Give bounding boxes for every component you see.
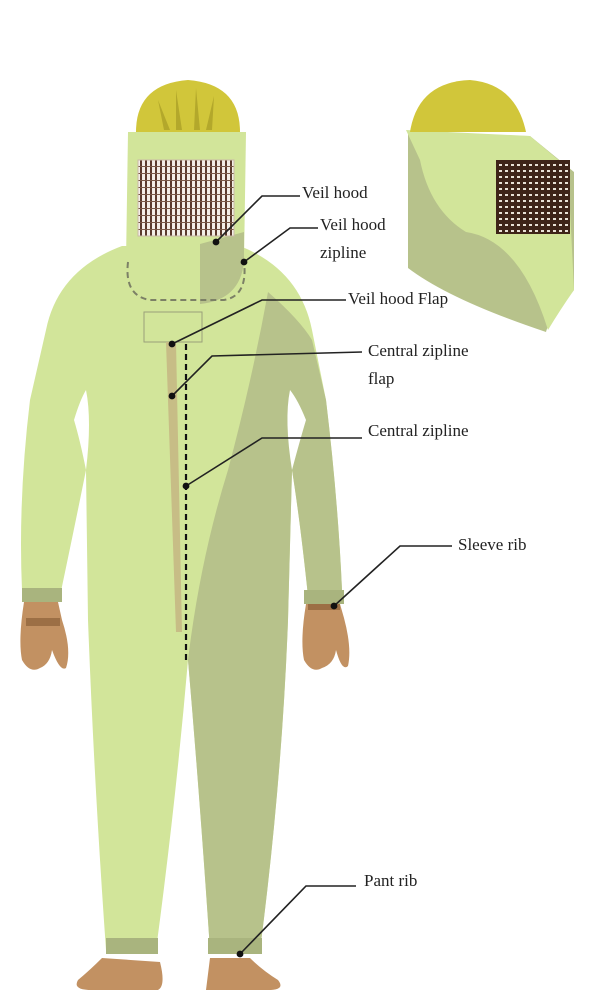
dot-veil-hood-zipline	[241, 259, 248, 266]
label-central-zipline-flap-line1: Central zipline	[368, 341, 469, 360]
label-central-zipline: Central zipline	[368, 421, 469, 440]
leader-sleeve-rib	[334, 546, 452, 606]
dot-central-zipline	[183, 483, 190, 490]
label-veil-hood-zipline-line1: Veil hood	[320, 215, 386, 234]
dot-sleeve-rib	[331, 603, 338, 610]
label-pant-rib: Pant rib	[364, 871, 417, 890]
right-hand	[302, 604, 349, 670]
dot-veil-hood-flap	[169, 341, 176, 348]
dot-veil-hood	[213, 239, 220, 246]
left-pant-cuff	[106, 938, 158, 954]
label-veil-hood-flap: Veil hood Flap	[348, 289, 448, 308]
left-foot	[77, 958, 163, 990]
label-veil-hood: Veil hood	[302, 183, 368, 202]
side-mesh-icon	[496, 160, 570, 234]
left-sleeve-cuff	[22, 588, 62, 602]
label-veil-hood-zipline-line2: zipline	[320, 243, 366, 262]
side-helmet-icon	[410, 80, 526, 132]
dot-central-zipline-flap	[169, 393, 176, 400]
beekeeper-figure	[20, 80, 349, 990]
left-hand	[20, 602, 68, 670]
dot-pant-rib	[237, 951, 244, 958]
helmet-icon	[136, 80, 240, 132]
label-sleeve-rib: Sleeve rib	[458, 535, 526, 554]
label-central-zipline-flap-line2: flap	[368, 369, 394, 388]
right-foot	[206, 958, 280, 990]
left-wrist-band	[26, 618, 60, 626]
veil-hood-flap	[144, 312, 202, 342]
mesh-veil-icon	[138, 160, 234, 236]
